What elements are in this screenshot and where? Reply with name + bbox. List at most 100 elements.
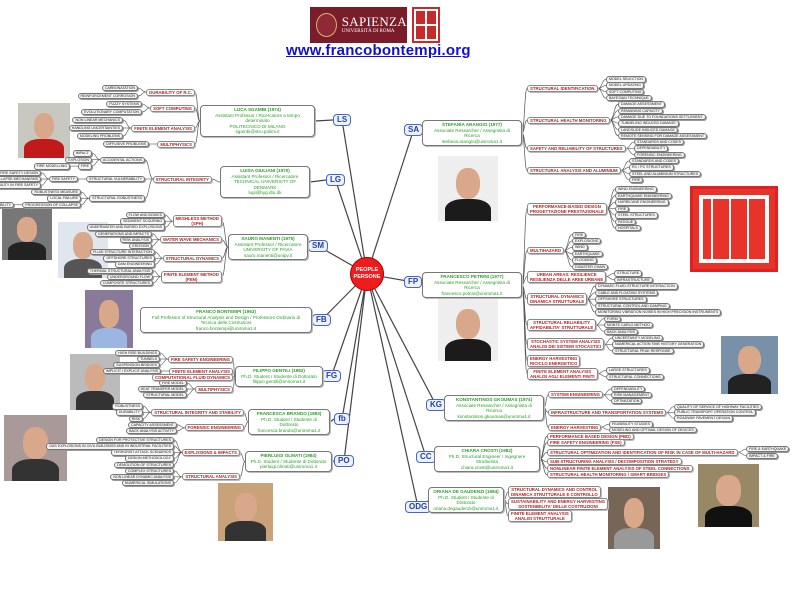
subtopic[interactable]: DEPENDABILITY [611, 385, 646, 393]
subtopic[interactable]: TUNNELS [137, 356, 160, 363]
subtopic[interactable]: ROADWAY PAVEMENT DESIGN [674, 415, 734, 422]
subtopic[interactable]: PUBLIC TRANSPORT OPERATION CONTROL [674, 409, 757, 416]
subtopic[interactable]: EARTHQUAKE ENGINEERING [615, 192, 672, 200]
person-email[interactable]: lugi@byg.dtu.dk [248, 190, 282, 196]
subtopic[interactable]: OFFSHORE STRUCTURES [595, 296, 647, 303]
subtopic[interactable]: COMPOSITE STRUCTURES [99, 279, 153, 287]
research-topic[interactable]: STRUCTURAL ANALYSIS AND ALUMINIUM [527, 166, 621, 174]
person-email[interactable]: sauro.manenti@unipv.it [244, 252, 292, 258]
subtopic[interactable]: STANDARDS AND CODES [634, 139, 685, 146]
subtopic[interactable]: HOSPITALS [615, 225, 641, 232]
website-link[interactable]: www.francobontempi.org [286, 42, 471, 59]
subtopic[interactable]: FIRE [615, 205, 630, 213]
research-topic[interactable]: MULTIPHYSICS [195, 385, 233, 393]
subtopic[interactable]: RISK ANALYSIS [119, 236, 152, 244]
subtopic[interactable]: MONTE CARLO METHOD [604, 322, 653, 329]
subtopic[interactable]: LOCAL FAILURE [47, 195, 81, 202]
subtopic[interactable]: UNDERWATER AND BURIED EXPLOSIONS [86, 224, 165, 231]
research-topic[interactable]: STRUCTURAL DYNAMICS [162, 254, 222, 262]
research-topic[interactable]: FINITE ELEMENT ANALYSIS ANALISI AGLI ELE… [527, 367, 598, 380]
person-initials-tag[interactable]: FB [312, 314, 331, 326]
subtopic[interactable]: FUZZY SYSTEMS [106, 101, 142, 108]
subtopic[interactable]: FIRE [77, 163, 92, 170]
person-initials-tag[interactable]: PO [334, 455, 354, 467]
subtopic[interactable]: BACK ANALYSIS [604, 328, 638, 335]
subtopic[interactable]: REMOTE SENSING FOR DAMAGE ASSESSMENT [618, 132, 708, 140]
person-initials-tag[interactable]: LS [333, 114, 352, 126]
research-topic[interactable]: FINITE ELEMENT METHOD (FEM) [160, 270, 222, 283]
subtopic[interactable]: EARTHQUAKE [572, 250, 603, 258]
subtopic[interactable]: DAMAGE DUE TO FOUNDATIONS SETTLEMENT [618, 113, 706, 121]
subtopic[interactable]: FEASIBILITY STUDIES [609, 421, 653, 428]
subtopic[interactable]: FATIGUE [615, 218, 637, 225]
person-card[interactable]: KONSTANTINOS GKOUMAS (1974)Associate Res… [444, 395, 544, 422]
subtopic[interactable]: STEEL AND ALUMINIUM STRUCTURES [629, 170, 702, 177]
subtopic[interactable]: COLLAPSE SUSCEPTIBILITY [0, 201, 14, 209]
research-topic[interactable]: STRUCTURAL HEALTH MONITORING / SMART BRI… [547, 471, 670, 479]
research-topic[interactable]: SAFETY AND RELIABILITY OF STRUCTURES [527, 144, 626, 152]
person-initials-tag[interactable]: fb [334, 413, 350, 425]
subtopic[interactable]: IMPLICIT / EXPLICIT ANALYSIS [102, 368, 161, 375]
subtopic[interactable]: DAMAGE ASSESSMENT [618, 101, 665, 108]
subtopic[interactable]: SUSTAINABILITY IN FIRE SAFETY [0, 182, 41, 189]
subtopic[interactable]: SEDIMENT SCOURING [120, 218, 165, 225]
subtopic[interactable]: ACCIDENTAL ACTIONS [99, 156, 145, 164]
subtopic[interactable]: GAS EXPLOSIONS IN CIVIL BUILDINGS AND IN… [46, 443, 174, 450]
research-topic[interactable]: MULTIPHYSICS [157, 140, 195, 148]
subtopic[interactable]: STRUCTURAL VULNERABILITY [86, 176, 145, 183]
research-topic[interactable]: STRUCTURAL IDENTIFICATION [527, 85, 598, 93]
research-topic[interactable]: EXPLOSIONS & IMPACTS [181, 448, 240, 456]
subtopic[interactable]: UNCERTAINTY MODELING [612, 334, 664, 342]
subtopic[interactable]: FLOODING [572, 257, 597, 264]
person-email[interactable]: oriana.degaudenzi@uniroma1.it [433, 505, 499, 511]
subtopic[interactable]: MODELING AND OPTIMAL DESIGN OF DEVICES [609, 427, 697, 434]
subtopic[interactable]: NUMERICAL ACTION TIME HISTORY GENERATION [612, 341, 705, 348]
subtopic[interactable]: REMAINING CAPACITY [618, 107, 664, 115]
subtopic[interactable]: STRUCTURE [614, 270, 643, 277]
subtopic[interactable]: INFRASTRUCTURE [614, 276, 653, 284]
subtopic[interactable]: DEPENDABILITY [634, 145, 669, 152]
subtopic[interactable]: DIFFUSIVE PROBLEMS [103, 141, 149, 148]
subtopic[interactable]: DESIGN FOR PROTECTIVE STRUCTURES [96, 437, 174, 444]
person-card[interactable]: FRANCESCA BRANDO (1983)Ph.D. Student / S… [248, 409, 330, 436]
person-initials-tag[interactable]: FG [322, 370, 342, 382]
subtopic[interactable]: LARGE STRUCTURES [606, 367, 650, 374]
subtopic[interactable]: FLOW AND BODIES [125, 212, 165, 219]
person-initials-tag[interactable]: SM [308, 240, 328, 252]
research-topic[interactable]: PERFORMANCE-BASED DESIGN PROGETTAZIONE P… [527, 202, 607, 215]
subtopic[interactable]: FLUID STRUCTURE INTERACTION [90, 249, 155, 256]
subtopic[interactable]: OFFSHORE STRUCTURES [103, 255, 155, 262]
subtopic[interactable]: MODEL UPDATING [606, 82, 644, 89]
subtopic[interactable]: CABLE AND FLOATING SYSTEMS [595, 289, 659, 297]
research-topic[interactable]: STOCHASTIC SYSTEM ANALYSIS ANALISI DEI S… [527, 338, 605, 351]
subtopic[interactable]: DISASTER CHAIN [572, 263, 609, 271]
person-email[interactable]: franco.bontempi@uniroma1.it [195, 325, 257, 331]
research-topic[interactable]: DURABILITY OF R.C. [146, 88, 195, 96]
research-topic[interactable]: STRUCTURAL DYNAMICS DINAMICA STRUTTURALE [527, 293, 588, 306]
person-email[interactable]: chiara.crosti@uniroma1.it [460, 464, 514, 470]
research-topic[interactable]: STRUCTURAL HEALTH MONITORING [527, 116, 610, 124]
subtopic[interactable]: RC / PC STRUCTURES [629, 164, 674, 171]
subtopic[interactable]: ROBUSTNESS [112, 403, 143, 410]
subtopic[interactable]: SOFT COMPUTING [606, 88, 645, 96]
person-initials-tag[interactable]: FP [404, 276, 423, 288]
person-card[interactable]: LUCA SGAMBI (1974)Assistant Professor / … [200, 105, 315, 137]
subtopic[interactable]: REINFORCEMENT CORROSION [77, 93, 138, 100]
subtopic[interactable]: DYNAMIC FLUID-STRUCTURE INTERACTION [595, 283, 678, 290]
person-card[interactable]: PIERLUIGI OLMATI (1984)Ph.D. Student / S… [245, 451, 332, 472]
subtopic[interactable]: STRUCTURAL CONTROL AND DAMPING [595, 302, 670, 310]
person-card[interactable]: CHIARA CROSTI (1982)Ph.D. Structural Eng… [434, 446, 540, 473]
subtopic[interactable]: STRUCTURAL FIRE SAFETY DESIGN [0, 169, 41, 176]
research-topic[interactable]: FINITE ELEMENT ANALYSIS ANALISI STRUTTUR… [508, 510, 572, 522]
person-email[interactable]: filippo.gentili@uniroma1.it [252, 379, 306, 385]
subtopic[interactable]: HANDLING UNCERTAINTIES [68, 125, 123, 132]
research-topic[interactable]: STRUCTURAL INTEGRITY AND STABILITY [151, 408, 244, 416]
person-email[interactable]: sgambi@stru.polimi.it [235, 129, 280, 135]
subtopic[interactable]: FIRE & EARTHQUAKE [746, 446, 790, 453]
subtopic[interactable]: TUNNELING INDUCED DAMAGE [618, 120, 679, 127]
subtopic[interactable]: EVOLUTIONARY COMPUTATION [80, 109, 142, 116]
person-initials-tag[interactable]: CC [416, 451, 436, 463]
subtopic[interactable]: WIND ENGINEERING [615, 186, 657, 193]
subtopic[interactable]: PROGRESSION OF COLLAPSE [22, 201, 81, 209]
subtopic[interactable]: FORM [604, 315, 621, 322]
